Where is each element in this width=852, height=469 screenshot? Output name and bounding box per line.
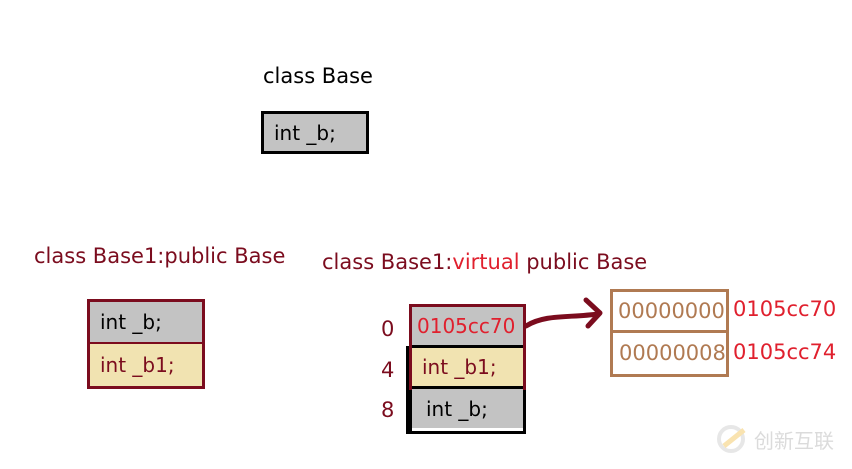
vbptr-field: 0105cc70 (412, 307, 523, 348)
base-layout-box: int _b; (261, 111, 369, 154)
vbase1-field-b1: int _b1; (412, 348, 523, 389)
base1-layout-box: int _b; int _b1; (87, 299, 205, 389)
vbtable-box: 00000000 00000008 (610, 289, 729, 377)
vbase1-class-title: class Base1:virtual public Base (322, 250, 647, 274)
base1-class-title: class Base1:public Base (34, 244, 286, 268)
offset-8: 8 (381, 398, 395, 422)
title-prefix: class Base1: (322, 250, 453, 274)
offset-0: 0 (381, 317, 395, 341)
base1-field-b1: int _b1; (90, 344, 202, 386)
watermark-logo-icon (717, 425, 746, 453)
base-subobject-border (409, 390, 526, 434)
offset-4: 4 (381, 358, 395, 382)
watermark: 创新互联 (716, 424, 834, 454)
virtual-keyword: virtual (452, 250, 520, 274)
vbase1-field-b: int _b; (412, 389, 523, 428)
pointer-arrow (523, 297, 603, 329)
watermark-text: 创新互联 (754, 428, 834, 453)
vbtable-address-1: 0105cc74 (733, 340, 837, 364)
vbtable-address-0: 0105cc70 (733, 297, 837, 321)
vbtable-entry-0: 00000000 (613, 292, 726, 333)
title-suffix: public Base (519, 250, 648, 274)
base1-field-b: int _b; (90, 302, 202, 344)
base-class-title: class Base (263, 64, 373, 88)
vbase1-layout-box: 0105cc70 int _b1; int _b; (409, 304, 526, 434)
base-field-b: int _b; (274, 120, 336, 145)
vbtable-entry-1: 00000008 (619, 341, 726, 365)
lower-border (406, 346, 409, 434)
